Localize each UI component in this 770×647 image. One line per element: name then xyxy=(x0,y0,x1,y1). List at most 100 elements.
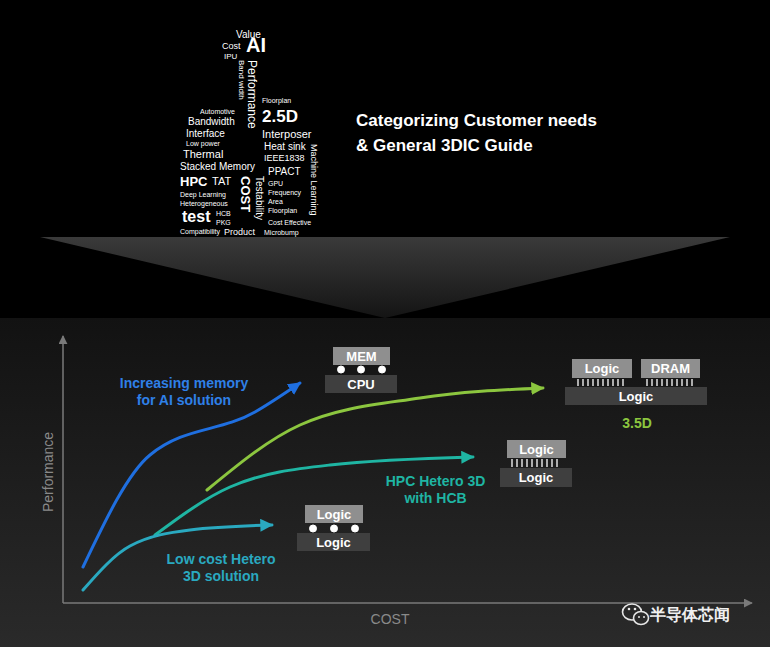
watermark: 半导体芯闻 xyxy=(650,607,730,623)
die-label: Logic xyxy=(585,362,620,375)
chip-die-box: Logic xyxy=(565,387,707,405)
microbump-line xyxy=(541,459,542,467)
word-cloud-term: GPU xyxy=(268,180,283,187)
word-cloud-term: Stacked Memory xyxy=(180,162,255,172)
word-cloud-term: Heat sink xyxy=(264,142,306,152)
word-cloud-term: Cost Effective xyxy=(268,219,311,226)
word-cloud-term: Interface xyxy=(186,129,225,139)
spotlight-wedge xyxy=(40,237,730,318)
microbump-line xyxy=(577,379,578,386)
word-cloud-term: COST xyxy=(239,176,252,212)
word-cloud-term: Performance xyxy=(246,60,258,129)
microbump-line xyxy=(656,379,657,386)
die-label: MEM xyxy=(346,350,376,363)
word-cloud-term: HPC xyxy=(180,175,207,188)
word-cloud-term: Automotive xyxy=(200,108,235,115)
curve-label: 3.5D xyxy=(617,415,657,432)
microbump-line xyxy=(526,459,527,467)
curve-label: HPC Hetero 3D with HCB xyxy=(378,473,493,507)
microbump-line xyxy=(676,379,677,386)
word-cloud-term: Deep Learning xyxy=(180,191,226,198)
word-cloud-term: Heterogeneous xyxy=(180,200,228,207)
microbump-line xyxy=(671,379,672,386)
die-label: CPU xyxy=(347,378,374,391)
bump-dot xyxy=(310,525,317,532)
die-label: DRAM xyxy=(651,362,690,375)
die-label: Logic xyxy=(619,390,654,403)
axis-label: COST xyxy=(370,612,410,626)
microbump-line xyxy=(551,459,552,467)
chip-die-box: Logic xyxy=(305,505,363,523)
bump-dot xyxy=(352,525,359,532)
word-cloud-term: 2.5D xyxy=(262,108,298,125)
word-cloud-term: Bandwidth xyxy=(188,117,235,127)
bump-dot xyxy=(331,525,338,532)
word-cloud-term: Frequency xyxy=(268,189,301,196)
chip-die-box: Logic xyxy=(500,468,572,487)
word-cloud-term: Microbump xyxy=(264,229,299,236)
microbump-line xyxy=(607,379,608,386)
microbump-line xyxy=(511,459,512,467)
chip-die-box: Logic xyxy=(572,359,632,378)
word-cloud-term: test xyxy=(182,209,210,225)
microbump-line xyxy=(661,379,662,386)
bump-dot xyxy=(358,366,365,373)
microbump-line xyxy=(666,379,667,386)
x-axis xyxy=(63,602,752,604)
word-cloud-term: Compatibility xyxy=(180,228,220,235)
bump-dot xyxy=(379,366,386,373)
microbump-line xyxy=(597,379,598,386)
microbump-line xyxy=(691,379,692,386)
bump-dot xyxy=(338,366,345,373)
microbump-line xyxy=(556,459,557,467)
microbump-line xyxy=(602,379,603,386)
curve-label: Increasing memory for AI solution xyxy=(109,375,259,409)
microbump-line xyxy=(531,459,532,467)
chip-die-box: Logic xyxy=(297,533,370,551)
chip-die-box: MEM xyxy=(333,347,390,365)
word-cloud-term: PKG xyxy=(216,219,231,226)
word-cloud-term: Floorplan xyxy=(268,207,297,214)
word-cloud-term: Cost xyxy=(222,42,241,51)
word-cloud-term: PPACT xyxy=(268,167,301,177)
word-cloud-term: Product xyxy=(224,228,255,237)
microbump-line xyxy=(617,379,618,386)
microbump-line xyxy=(681,379,682,386)
microbump-line xyxy=(592,379,593,386)
die-label: Logic xyxy=(316,536,351,549)
microbump-line xyxy=(582,379,583,386)
die-label: Logic xyxy=(519,443,554,456)
word-cloud-term: IPU xyxy=(224,53,237,61)
microbump-line xyxy=(651,379,652,386)
word-cloud-term: Thermal xyxy=(183,149,223,160)
microbump-line xyxy=(612,379,613,386)
microbump-line xyxy=(521,459,522,467)
word-cloud-term: AI xyxy=(246,35,266,55)
microbump-line xyxy=(686,379,687,386)
microbump-line xyxy=(546,459,547,467)
word-cloud-term: Area xyxy=(268,198,283,205)
title: Categorizing Customer needs & General 3D… xyxy=(356,108,606,158)
word-cloud-term: Machine Learning xyxy=(309,144,318,216)
word-cloud-term: IEEE1838 xyxy=(264,154,305,163)
trend-curves xyxy=(83,383,543,590)
chart-panel xyxy=(0,318,770,647)
word-cloud-term: Low power xyxy=(186,140,220,147)
microbump-line xyxy=(536,459,537,467)
axis-label: Performance xyxy=(41,432,55,512)
trend-arrow xyxy=(207,388,543,490)
microbump-line xyxy=(646,379,647,386)
word-cloud-term: Interposer xyxy=(262,129,312,140)
chip-die-box: CPU xyxy=(325,375,397,393)
wechat-icon xyxy=(623,604,649,625)
word-cloud-term: Testability xyxy=(254,176,264,220)
die-label: Logic xyxy=(317,508,352,521)
y-axis xyxy=(62,336,64,603)
microbump-line xyxy=(587,379,588,386)
die-label: Logic xyxy=(519,471,554,484)
microbump-line xyxy=(622,379,623,386)
word-cloud-term: HCB xyxy=(216,210,231,217)
